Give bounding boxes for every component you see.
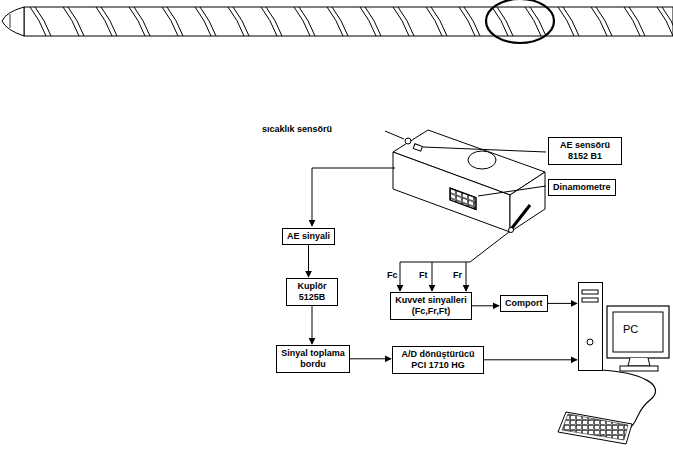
box-text: AE sinyali (287, 231, 330, 242)
force-wire (432, 262, 433, 291)
sensor-box: AE sensörü 8152 B1 (548, 137, 622, 165)
connector-arrow (548, 303, 578, 304)
ae-sensor (413, 144, 422, 151)
screw-shaft (2, 7, 673, 36)
force-label: Fr (453, 270, 462, 280)
computer: PC (578, 282, 670, 374)
signal-box: Kuvvet sinyalleri (Fc,Fr,Ft) (390, 292, 472, 320)
dynamometer-display (450, 188, 476, 209)
force-label: Ft (419, 270, 428, 280)
force-wire (400, 262, 401, 291)
highlight-circle (486, 0, 554, 43)
signal-wire (312, 168, 395, 226)
keyboard (558, 370, 656, 444)
force-label: Fc (387, 270, 398, 280)
port-box: Comport (500, 295, 548, 312)
box-text: Dinamometre (553, 182, 611, 193)
signal-box: AE sinyali (282, 228, 335, 245)
temperature-sensor (405, 138, 411, 144)
force-wire (466, 262, 467, 291)
box-text: AE sensörü 8152 B1 (553, 140, 617, 162)
connector-arrow (350, 358, 391, 359)
force-cable (400, 232, 509, 262)
connector-arrow (484, 359, 577, 360)
connector-arrow (472, 305, 499, 306)
connector-arrow (312, 306, 313, 344)
sensor-label: sıcaklık sensörü (262, 124, 332, 134)
leader-line (478, 186, 546, 196)
box-text: Comport (505, 298, 543, 309)
connector-arrow (308, 245, 309, 277)
board-box: Sinyal toplama bordu (276, 345, 350, 373)
box-text: Sinyal toplama bordu (281, 348, 345, 370)
instrument-box: Dinamometre (548, 179, 616, 196)
converter-box: A/D dönüştürücü PCI 1710 HG (392, 346, 484, 374)
dynamometer-device (393, 130, 545, 233)
box-text: PC (578, 282, 670, 336)
leader-line (385, 131, 404, 139)
box-text: Kuvvet sinyalleri (Fc,Fr,Ft) (395, 295, 467, 317)
coupler-box: Kuplör 5125B (286, 278, 338, 306)
leader-line (423, 147, 546, 152)
box-text: A/D dönüştürücü PCI 1710 HG (397, 349, 479, 371)
box-text: Kuplör 5125B (291, 281, 333, 303)
